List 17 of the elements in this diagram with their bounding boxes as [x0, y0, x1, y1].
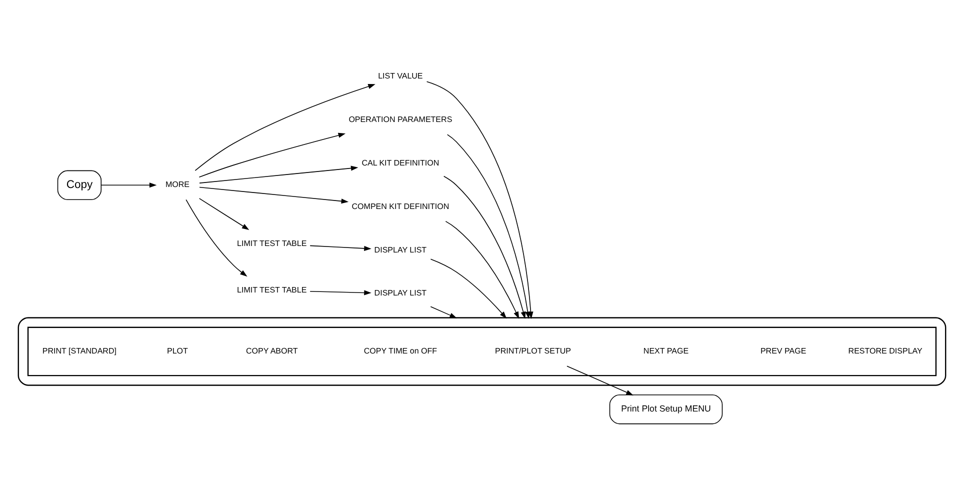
node-text: RESTORE DISPLAY: [848, 346, 922, 356]
node-text: COPY TIME on OFF: [364, 346, 438, 356]
node-text: PREV PAGE: [760, 346, 806, 356]
node-text: DISPLAY LIST: [374, 245, 427, 254]
node-text: COMPEN KIT DEFINITION: [352, 202, 450, 211]
node-text: LIMIT TEST TABLE: [237, 285, 307, 294]
node-text: PLOT: [167, 346, 188, 356]
node-text: LIST VALUE: [378, 72, 423, 81]
node-text: NEXT PAGE: [643, 346, 689, 356]
node-text: COPY ABORT: [246, 346, 298, 356]
node-text: PRINT [STANDARD]: [42, 346, 116, 356]
node-text: LIMIT TEST TABLE: [237, 238, 307, 248]
node-text: DISPLAY LIST: [374, 288, 427, 298]
node-text: MORE: [165, 180, 190, 190]
node-text: CAL KIT DEFINITION: [362, 158, 440, 168]
node-text: OPERATION PARAMETERS: [348, 115, 452, 124]
node-text: PRINT/PLOT SETUP: [495, 346, 572, 356]
